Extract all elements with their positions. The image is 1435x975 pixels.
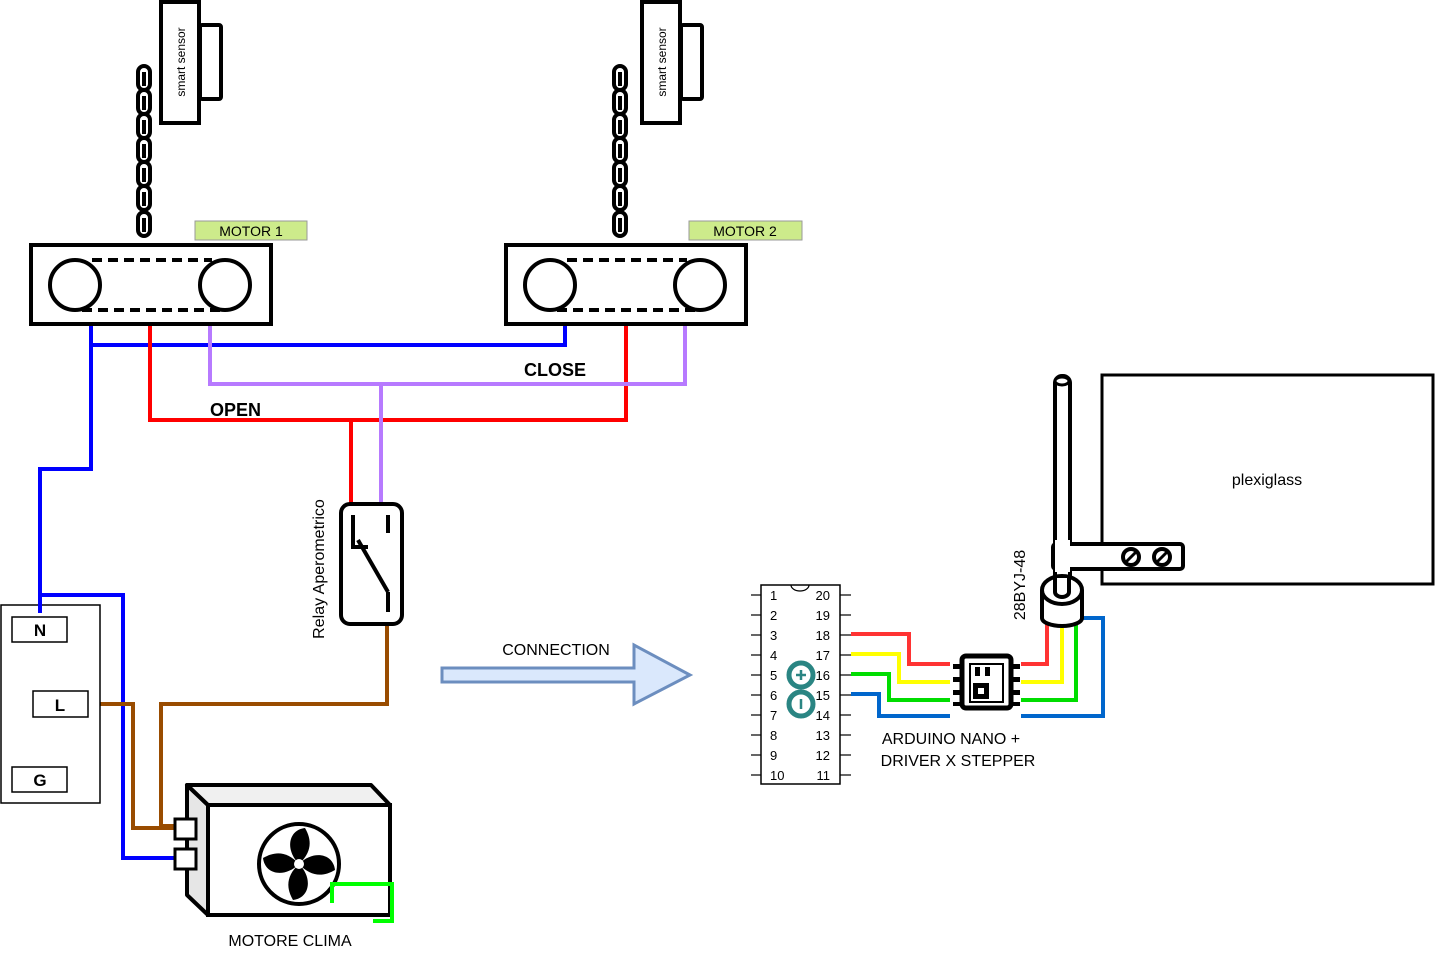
stepper-wire-blue-in <box>851 692 950 718</box>
relay <box>339 502 404 626</box>
close-label: CLOSE <box>524 360 586 380</box>
motor-2 <box>504 243 748 326</box>
stepper-wire-red-in <box>851 632 950 666</box>
stepper-wire-blue-out <box>1021 616 1105 718</box>
pin-label-5: 5 <box>770 668 777 683</box>
fan-icon <box>257 822 341 906</box>
connection-arrow <box>440 642 694 707</box>
pin-label-3: 3 <box>770 628 777 643</box>
pin-label-10: 10 <box>770 768 784 783</box>
stepper-wire-green-in <box>851 672 950 702</box>
chain-1 <box>136 64 152 238</box>
chain-2 <box>612 64 628 238</box>
pin-label-9: 9 <box>770 748 777 763</box>
stepper-label: 28BYJ-48 <box>1012 550 1029 620</box>
relay-label: Relay Aperometrico <box>311 499 328 639</box>
pin-label-8: 8 <box>770 728 777 743</box>
arduino-caption-line2: DRIVER X STEPPER <box>881 753 1036 770</box>
pin-label-12: 12 <box>816 748 830 763</box>
stepper-wire-red-out <box>1021 624 1049 666</box>
pin-label-2: 2 <box>770 608 777 623</box>
pin-label-20: 20 <box>816 588 830 603</box>
motor-1-label: MOTOR 1 <box>194 220 308 241</box>
live-wire-terminal <box>91 702 177 830</box>
terminal-neutral: N <box>34 621 46 640</box>
screw-icon <box>1152 547 1172 567</box>
driver-chip-icon <box>953 653 1020 711</box>
motor-1 <box>29 243 273 326</box>
pin-label-18: 18 <box>816 628 830 643</box>
pin-label-15: 15 <box>816 688 830 703</box>
motor-1-label-text: MOTOR 1 <box>219 223 283 239</box>
neutral-wire <box>89 324 567 347</box>
terminal-ground: G <box>33 771 46 790</box>
smart-sensor-2: smart sensor <box>640 0 704 125</box>
ac-unit-label: MOTORE CLIMA <box>228 933 352 950</box>
stepper-wire-yellow-out <box>1021 628 1064 684</box>
pin-label-7: 7 <box>770 708 777 723</box>
terminal-block <box>0 604 101 804</box>
arduino-caption-line1: ARDUINO NANO + <box>882 731 1020 748</box>
close-wire <box>208 324 687 386</box>
pin-label-1: 1 <box>770 588 777 603</box>
smart-sensor-1: smart sensor <box>159 0 223 125</box>
smart-sensor-1-label: smart sensor <box>174 27 188 96</box>
screw-icon <box>1121 547 1141 567</box>
pin-label-4: 4 <box>770 648 777 663</box>
open-wire <box>148 324 628 422</box>
pin-label-17: 17 <box>816 648 830 663</box>
pin-label-14: 14 <box>816 708 830 723</box>
plexiglass-label: plexiglass <box>1232 472 1302 489</box>
stepper-motor <box>1040 574 1084 628</box>
neutral-wire-to-ac <box>40 593 177 860</box>
pin-label-16: 16 <box>816 668 830 683</box>
stepper-wire-green-out <box>1021 624 1078 702</box>
connection-label: CONNECTION <box>502 642 610 659</box>
pin-label-11: 11 <box>817 768 831 783</box>
pin-label-13: 13 <box>816 728 830 743</box>
pin-label-19: 19 <box>816 608 830 623</box>
smart-sensor-2-label: smart sensor <box>655 27 669 96</box>
arduino-logo-icon <box>786 660 816 719</box>
neutral-wire-to-terminal <box>38 345 93 613</box>
ac-unit <box>173 783 394 923</box>
stepper-wire-yellow-in <box>851 652 950 684</box>
ground-wire <box>330 882 394 923</box>
open-label: OPEN <box>210 400 261 420</box>
motor-2-label: MOTOR 2 <box>688 220 803 241</box>
bracket <box>1051 540 1185 572</box>
terminal-line: L <box>55 696 65 715</box>
pin-label-6: 6 <box>770 688 777 703</box>
motor-2-label-text: MOTOR 2 <box>713 223 777 239</box>
